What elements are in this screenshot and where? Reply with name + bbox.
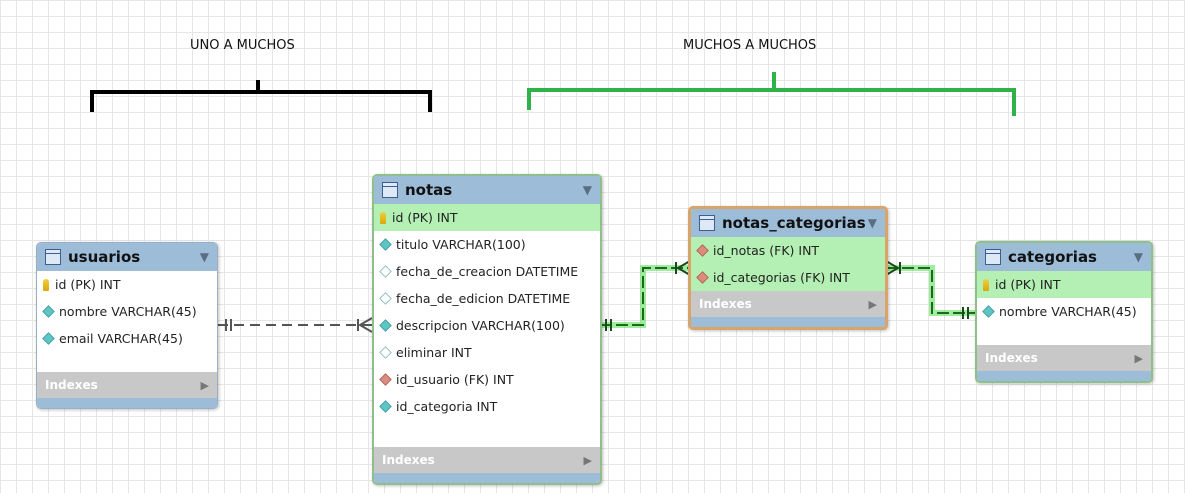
indexes-label: Indexes bbox=[45, 378, 98, 392]
column-label: email VARCHAR(45) bbox=[59, 331, 183, 346]
primary-key-icon bbox=[380, 211, 386, 224]
column-icon bbox=[379, 238, 392, 251]
column-label: id (PK) INT bbox=[55, 277, 121, 292]
table-icon bbox=[985, 249, 1001, 265]
column-row[interactable]: id_categoria INT bbox=[374, 393, 600, 420]
collapse-icon[interactable]: ▼ bbox=[199, 250, 209, 264]
indexes-label: Indexes bbox=[985, 351, 1038, 365]
column-row[interactable]: id_notas (FK) INT bbox=[691, 237, 885, 264]
column-label: id_usuario (FK) INT bbox=[396, 372, 514, 387]
column-label: fecha_de_creacion DATETIME bbox=[396, 264, 579, 279]
table-header[interactable]: notas ▼ bbox=[374, 176, 600, 204]
column-label: id (PK) INT bbox=[392, 210, 458, 225]
column-label: fecha_de_edicion DATETIME bbox=[396, 291, 571, 306]
primary-key-icon bbox=[983, 278, 989, 291]
collapse-icon[interactable]: ▼ bbox=[582, 183, 592, 197]
table-notas-categorias[interactable]: notas_categorias ▼ id_notas (FK) INT id_… bbox=[688, 206, 888, 330]
table-categorias[interactable]: categorias ▼ id (PK) INT nombre VARCHAR(… bbox=[975, 241, 1153, 383]
column-row[interactable]: email VARCHAR(45) bbox=[37, 325, 217, 352]
expand-arrow-icon[interactable]: ▶ bbox=[1134, 351, 1143, 365]
indexes-bar[interactable]: Indexes ▶ bbox=[691, 291, 885, 317]
foreign-key-icon bbox=[379, 373, 392, 386]
column-row[interactable]: nombre VARCHAR(45) bbox=[977, 298, 1151, 325]
column-row[interactable]: titulo VARCHAR(100) bbox=[374, 231, 600, 258]
relation-usuarios-notas bbox=[218, 317, 373, 333]
column-row[interactable]: nombre VARCHAR(45) bbox=[37, 298, 217, 325]
column-label: id_categorias (FK) INT bbox=[713, 270, 850, 285]
table-icon bbox=[45, 249, 61, 265]
column-icon bbox=[42, 305, 55, 318]
table-name: notas_categorias bbox=[722, 214, 866, 232]
column-icon bbox=[379, 265, 392, 278]
table-name: notas bbox=[405, 181, 453, 199]
column-icon bbox=[379, 319, 392, 332]
column-label: nombre VARCHAR(45) bbox=[59, 304, 197, 319]
table-name: usuarios bbox=[68, 248, 141, 266]
table-header[interactable]: notas_categorias ▼ bbox=[691, 209, 885, 237]
column-label: descripcion VARCHAR(100) bbox=[396, 318, 565, 333]
column-row[interactable]: eliminar INT bbox=[374, 339, 600, 366]
indexes-label: Indexes bbox=[699, 297, 752, 311]
table-icon bbox=[699, 215, 715, 231]
indexes-bar[interactable]: Indexes ▶ bbox=[374, 447, 600, 473]
column-row[interactable]: id (PK) INT bbox=[374, 204, 600, 231]
many-to-many-label: MUCHOS A MUCHOS bbox=[683, 38, 817, 53]
column-row[interactable]: fecha_de_edicion DATETIME bbox=[374, 285, 600, 312]
table-usuarios[interactable]: usuarios ▼ id (PK) INT nombre VARCHAR(45… bbox=[36, 242, 218, 409]
column-row[interactable]: id (PK) INT bbox=[37, 271, 217, 298]
table-name: categorias bbox=[1008, 248, 1097, 266]
column-icon bbox=[379, 346, 392, 359]
column-label: eliminar INT bbox=[396, 345, 472, 360]
column-icon bbox=[42, 332, 55, 345]
expand-arrow-icon[interactable]: ▶ bbox=[868, 297, 877, 311]
collapse-icon[interactable]: ▼ bbox=[867, 216, 877, 230]
one-to-many-bracket bbox=[90, 80, 432, 112]
column-label: id_categoria INT bbox=[396, 399, 498, 414]
indexes-bar[interactable]: Indexes ▶ bbox=[37, 372, 217, 398]
expand-arrow-icon[interactable]: ▶ bbox=[583, 453, 592, 467]
column-icon bbox=[982, 305, 995, 318]
indexes-label: Indexes bbox=[382, 453, 435, 467]
foreign-key-icon bbox=[696, 271, 709, 284]
primary-key-icon bbox=[43, 278, 49, 291]
table-icon bbox=[382, 182, 398, 198]
column-label: id (PK) INT bbox=[995, 277, 1061, 292]
column-row[interactable]: descripcion VARCHAR(100) bbox=[374, 312, 600, 339]
relation-notas-notas-categorias bbox=[600, 260, 691, 331]
table-notas[interactable]: notas ▼ id (PK) INT titulo VARCHAR(100) … bbox=[372, 174, 602, 485]
table-header[interactable]: usuarios ▼ bbox=[37, 243, 217, 271]
column-row[interactable]: id (PK) INT bbox=[977, 271, 1151, 298]
column-icon bbox=[379, 400, 392, 413]
column-row[interactable]: fecha_de_creacion DATETIME bbox=[374, 258, 600, 285]
table-header[interactable]: categorias ▼ bbox=[977, 243, 1151, 271]
one-to-many-label: UNO A MUCHOS bbox=[190, 38, 295, 53]
collapse-icon[interactable]: ▼ bbox=[1133, 250, 1143, 264]
column-icon bbox=[379, 292, 392, 305]
column-label: nombre VARCHAR(45) bbox=[999, 304, 1137, 319]
column-row[interactable]: id_usuario (FK) INT bbox=[374, 366, 600, 393]
indexes-bar[interactable]: Indexes ▶ bbox=[977, 345, 1151, 371]
many-to-many-bracket bbox=[527, 72, 1016, 116]
foreign-key-icon bbox=[696, 244, 709, 257]
column-label: titulo VARCHAR(100) bbox=[396, 237, 526, 252]
column-row[interactable]: id_categorias (FK) INT bbox=[691, 264, 885, 291]
expand-arrow-icon[interactable]: ▶ bbox=[200, 378, 209, 392]
column-label: id_notas (FK) INT bbox=[713, 243, 820, 258]
relation-notas-categorias-categorias bbox=[885, 260, 976, 319]
